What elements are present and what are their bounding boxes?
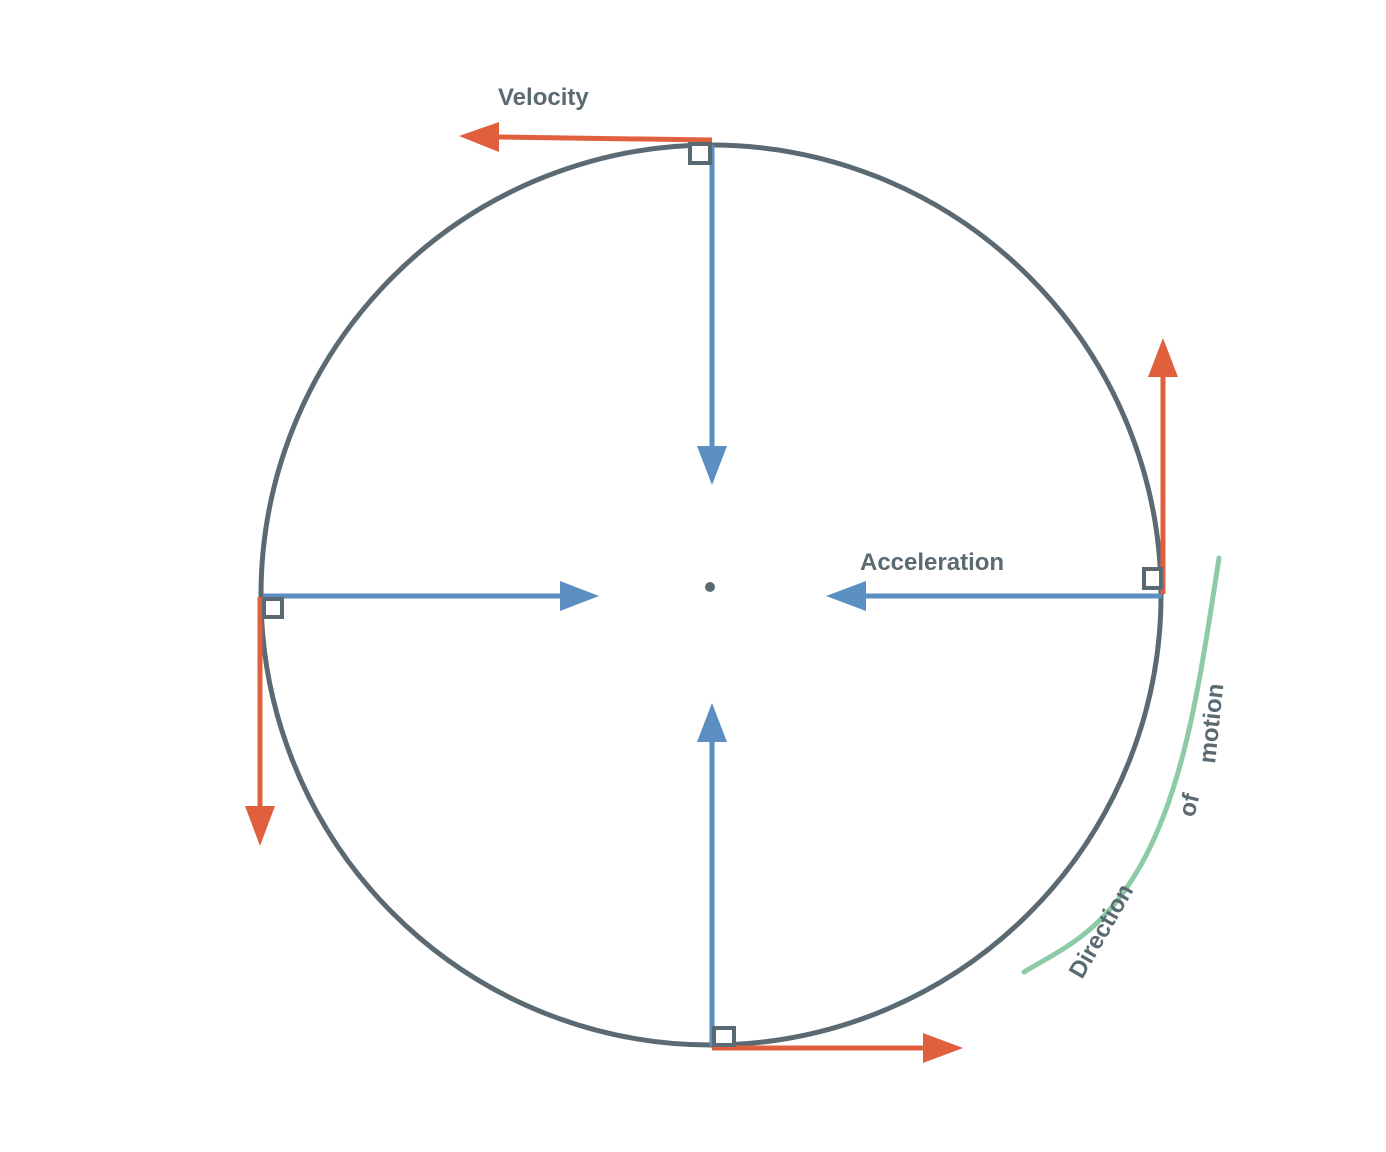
acceleration-label: Acceleration [860,549,1004,576]
velocity-vector-right [1148,338,1178,594]
direction-of-motion-word-motion: motion [1194,682,1229,764]
velocity-vector-bottom [712,1033,963,1063]
direction-of-motion-curve [1021,555,1222,975]
right-angle-marker-left [262,597,284,619]
right-angle-marker-bottom [712,1026,736,1047]
acceleration-vector-left [263,581,599,611]
right-angle-marker-top [688,142,712,165]
acceleration-vector-top [697,145,727,485]
right-angle-marker-right [1142,567,1163,590]
acceleration-vector-right [826,581,1162,611]
velocity-vector-left [245,597,275,846]
direction-of-motion-word-direction: Direction [1064,879,1139,983]
direction-of-motion-word-of: of [1174,790,1206,819]
acceleration-vector-bottom [697,703,727,1046]
velocity-vector-top [459,122,713,152]
center-point [705,582,715,592]
velocity-label: Velocity [498,84,589,111]
